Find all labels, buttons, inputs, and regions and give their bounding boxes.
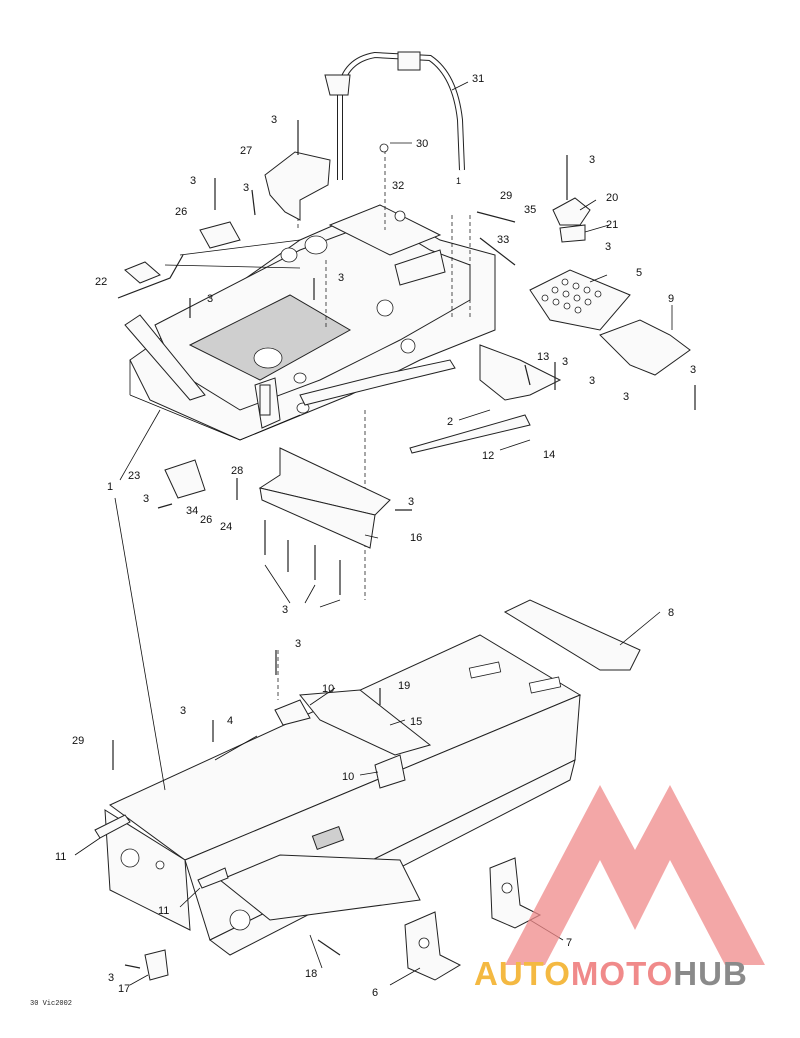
callout-34: 34: [186, 505, 198, 517]
callout-3: 3: [143, 493, 149, 505]
mount-10-upper: [274, 699, 311, 726]
plate-16-side: [259, 487, 376, 549]
bolt-set: [264, 520, 341, 608]
callout-3: 3: [562, 356, 568, 368]
callout-3: 3: [243, 182, 249, 194]
callout-3: 3: [108, 972, 114, 984]
bracket-23: [164, 459, 206, 499]
callout-16: 16: [410, 532, 422, 544]
callout-10: 10: [322, 683, 334, 695]
callout-30: 30: [416, 138, 428, 150]
callout-11: 11: [55, 851, 66, 863]
callout-20: 20: [606, 192, 618, 204]
bracket-20-21: [552, 155, 591, 243]
angle-11-right: [197, 867, 229, 889]
plate-5-holes: [541, 278, 602, 314]
angle-11-left: [94, 814, 131, 839]
callout-3: 3: [180, 705, 186, 717]
callout-15: 15: [410, 716, 422, 728]
callout-3: 3: [589, 375, 595, 387]
callout-5: 5: [636, 267, 642, 279]
callout-33: 33: [497, 234, 509, 246]
callout-11: 11: [158, 905, 169, 917]
callout-3: 3: [190, 175, 196, 187]
mount-10-lower: [374, 754, 406, 789]
callout-26: 26: [200, 514, 212, 526]
callout-14: 14: [543, 449, 555, 461]
hardware-marks: [112, 120, 696, 969]
callout-26: 26: [175, 206, 187, 218]
callout-3: 3: [295, 638, 301, 650]
callout-8: 8: [668, 607, 674, 619]
watermark-hub: HUB: [673, 955, 748, 992]
figure-code: 30 Vic2002: [30, 1000, 73, 1008]
watermark-logo: [505, 785, 765, 965]
callout-13: 13: [537, 351, 549, 363]
callout-3: 3: [589, 154, 595, 166]
callout-7: 7: [566, 937, 572, 949]
tunnel-assembly: [104, 634, 582, 956]
plate-8: [503, 599, 641, 671]
callout-28: 28: [231, 465, 243, 477]
bracket-6: [404, 911, 462, 981]
callout-3: 3: [282, 604, 288, 616]
callout-10: 10: [342, 771, 354, 783]
callout-35: 35: [524, 204, 536, 216]
rail-12: [409, 414, 531, 454]
callout-29: 29: [72, 735, 84, 747]
callout-24: 24: [220, 521, 232, 533]
steering-support-loop: [324, 51, 465, 180]
callout-32: 32: [392, 180, 404, 192]
perforated-plate-5: [529, 269, 631, 331]
callout-27: 27: [240, 145, 252, 157]
callout-3: 3: [605, 241, 611, 253]
callout-19: 19: [398, 680, 410, 692]
bracket-15: [299, 689, 432, 756]
bracket-2: [479, 344, 562, 401]
leader-lines: [74, 81, 673, 986]
callout-labels: 1 2 3 3 3 3 3 3 3 3 3 3 3 3 3 3 3 3 3 4 …: [55, 73, 696, 999]
footrest-9: [599, 319, 691, 376]
callout-3: 3: [271, 114, 277, 126]
callout-3: 3: [690, 364, 696, 376]
upper-frame-assembly: [124, 204, 496, 441]
callout-6: 6: [372, 987, 378, 999]
callout-12: 12: [482, 450, 494, 462]
bracket-27: [264, 151, 331, 221]
callout-3: 3: [338, 272, 344, 284]
callout-17: 17: [118, 983, 130, 995]
bracket-17: [144, 949, 169, 981]
bracket-26: [199, 221, 241, 249]
watermark-auto: AUTO: [474, 955, 571, 992]
callout-31: 31: [472, 73, 484, 85]
callout-2: 2: [447, 416, 453, 428]
callout-22: 22: [95, 276, 107, 288]
callout-23: 23: [128, 470, 140, 482]
watermark-moto: MOTO: [570, 955, 674, 992]
callout-1: 1: [107, 481, 113, 493]
callout-3: 3: [408, 496, 414, 508]
callout-18: 18: [305, 968, 317, 980]
callout-1-small: 1: [456, 176, 461, 186]
watermark-text: AUTOMOTOHUB: [474, 955, 748, 993]
callout-21: 21: [606, 219, 618, 231]
callout-4: 4: [227, 715, 233, 727]
callout-29: 29: [500, 190, 512, 202]
callout-3: 3: [207, 293, 213, 305]
callout-3: 3: [623, 391, 629, 403]
clip-22: [124, 261, 161, 284]
callout-9: 9: [668, 293, 674, 305]
